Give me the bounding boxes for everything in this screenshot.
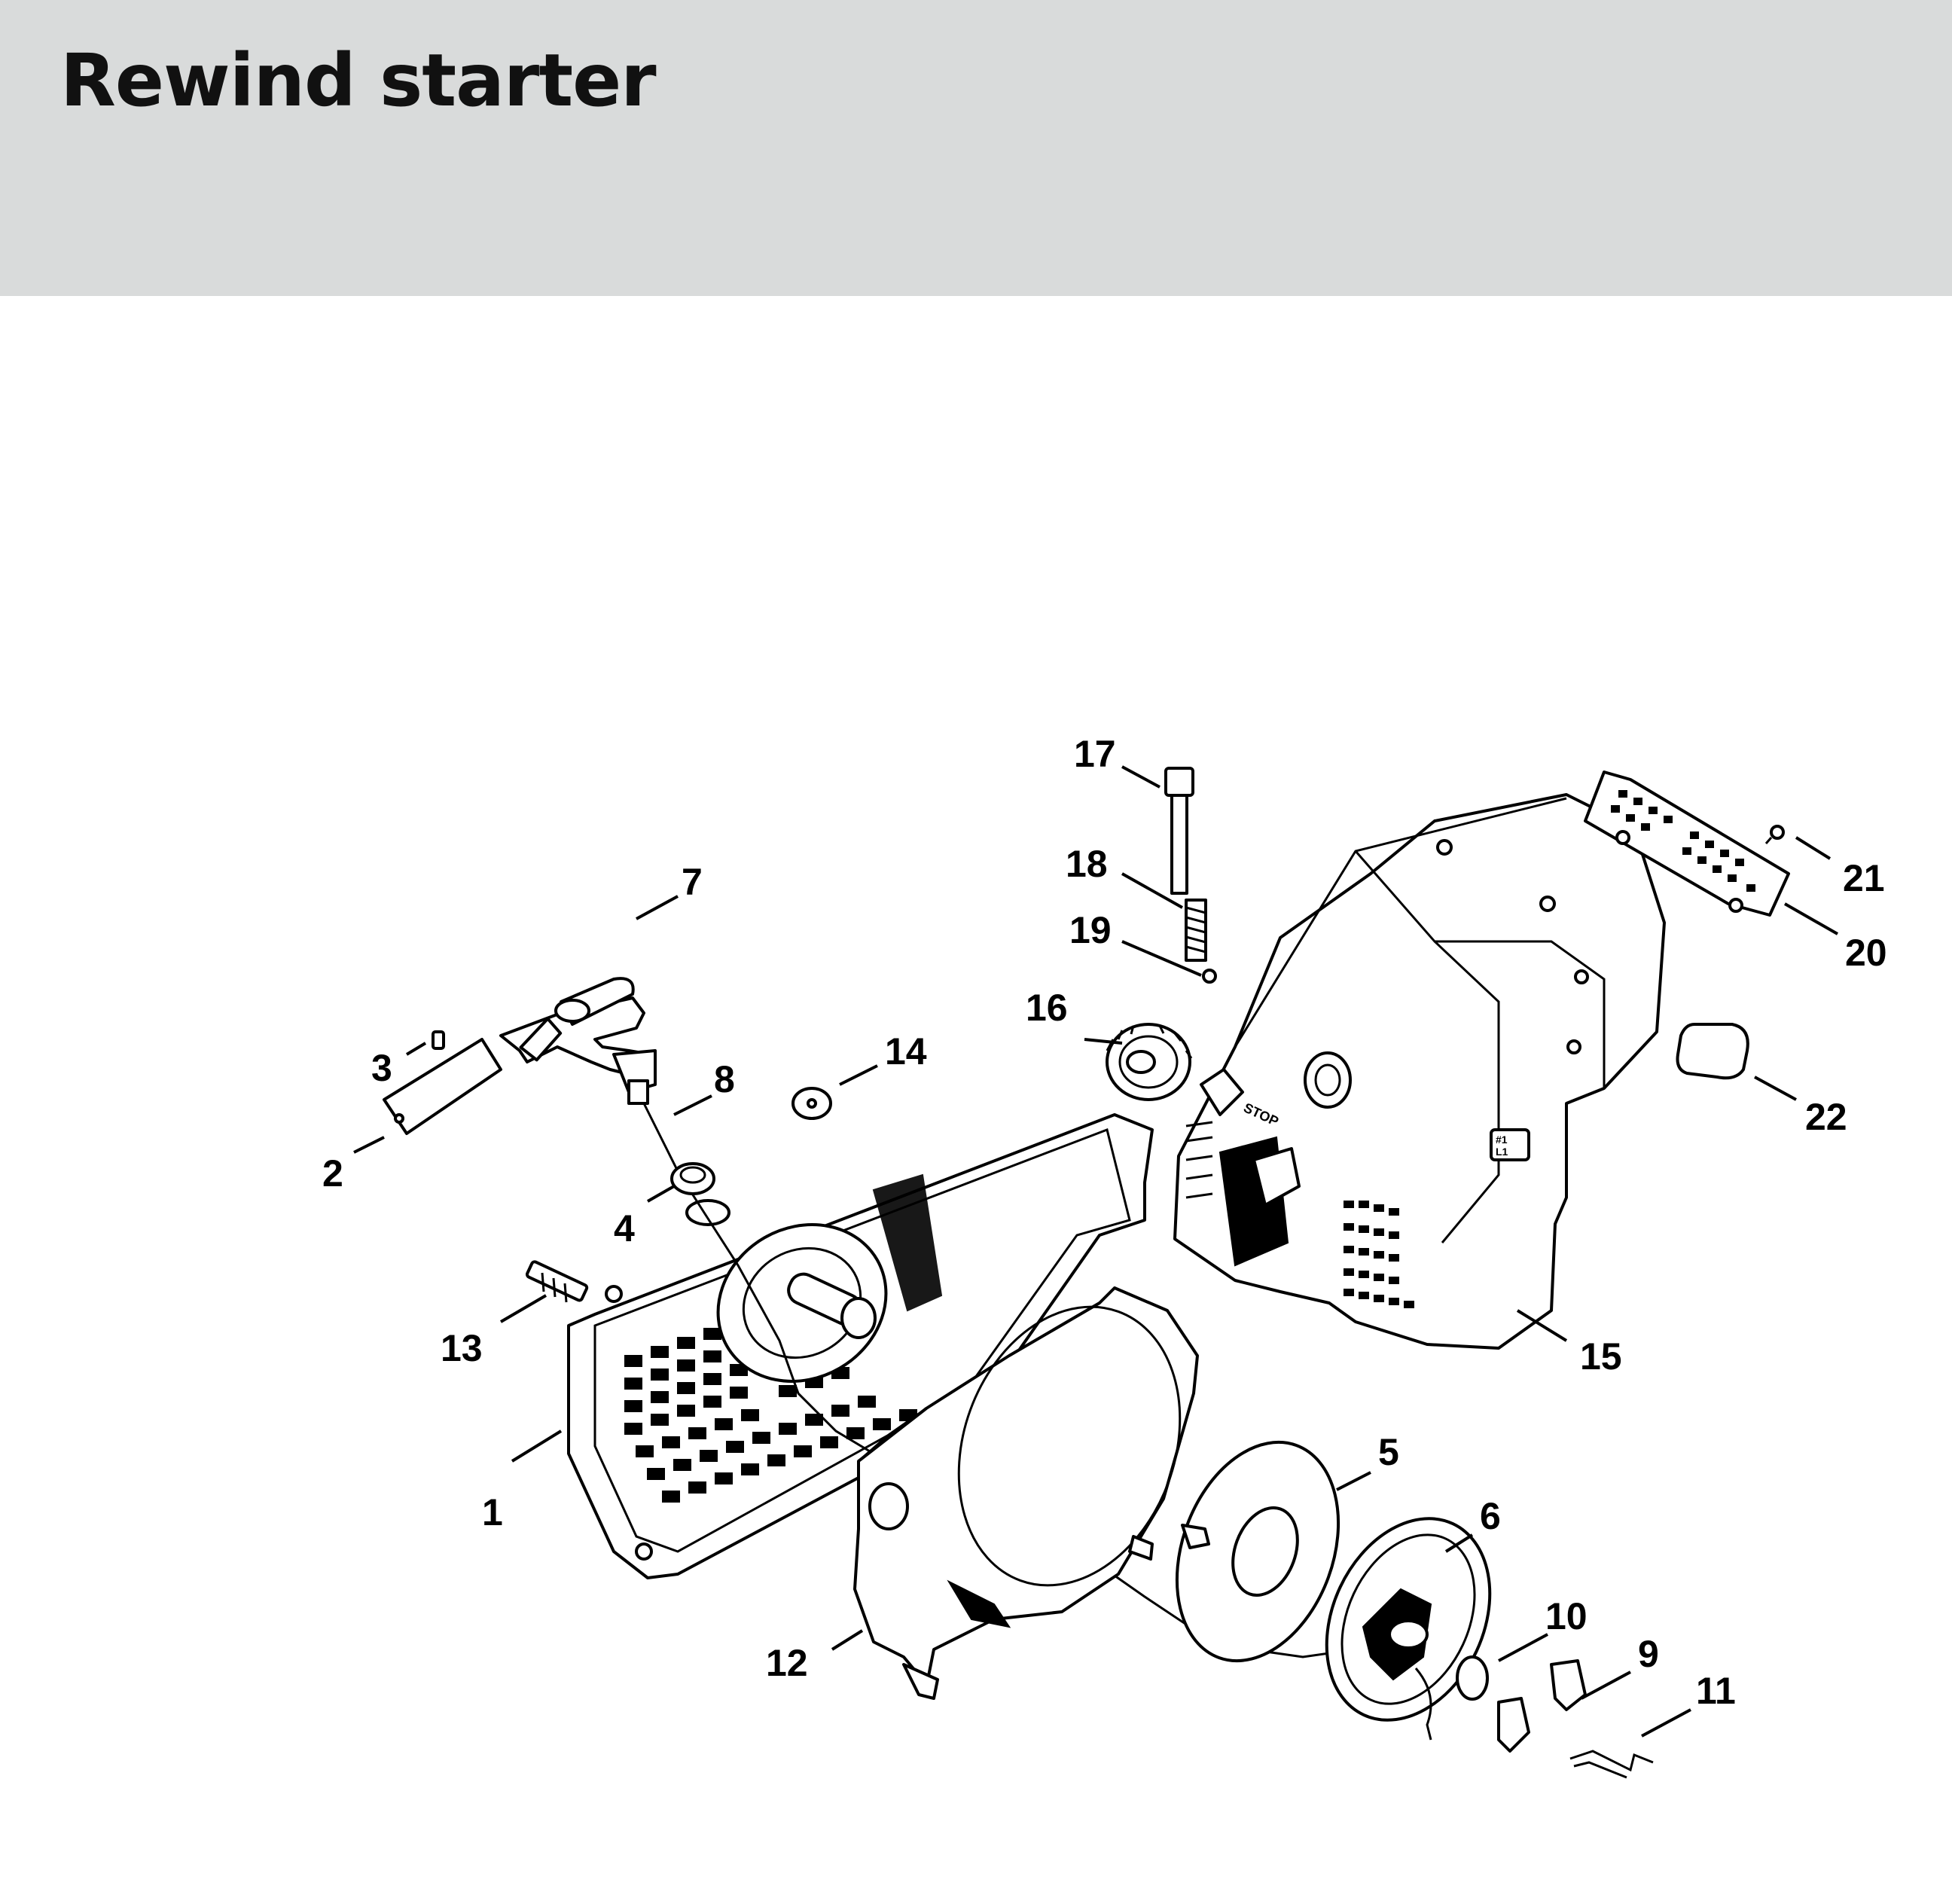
callout-1: 1 bbox=[482, 1491, 503, 1533]
callouts: 1 2 3 4 5 6 7 8 9 10 11 12 13 14 15 16 1 bbox=[322, 733, 1887, 1738]
fan-housing-1 bbox=[567, 1113, 1154, 1579]
starter-handle-7 bbox=[499, 977, 657, 1105]
callout-21: 21 bbox=[1843, 857, 1885, 899]
callout-20: 20 bbox=[1845, 932, 1887, 974]
page-title: Rewind starter bbox=[60, 38, 657, 123]
callout-7: 7 bbox=[682, 861, 703, 903]
knob-16 bbox=[1106, 1023, 1193, 1101]
callout-18: 18 bbox=[1066, 843, 1108, 885]
screw-small-21 bbox=[1764, 825, 1785, 844]
grille-cover bbox=[1584, 770, 1790, 917]
shroud-cover: STOP #1 L1 bbox=[1173, 793, 1666, 1350]
washer-10 bbox=[1456, 1655, 1489, 1701]
callout-19: 19 bbox=[1069, 909, 1112, 951]
clip-19 bbox=[1202, 969, 1217, 984]
plug-22 bbox=[1676, 1023, 1749, 1080]
callout-8: 8 bbox=[714, 1058, 735, 1100]
switch-marking-bottom: L1 bbox=[1496, 1146, 1508, 1158]
screw-13 bbox=[525, 1260, 589, 1303]
callout-12: 12 bbox=[766, 1642, 808, 1684]
callout-11: 11 bbox=[1696, 1670, 1736, 1712]
rope-guide-4 bbox=[670, 1162, 715, 1195]
callout-13: 13 bbox=[441, 1327, 483, 1369]
screw-3 bbox=[432, 1030, 445, 1050]
callout-4: 4 bbox=[614, 1207, 635, 1250]
spring-18 bbox=[1185, 899, 1207, 962]
callout-5: 5 bbox=[1378, 1431, 1399, 1473]
callout-15: 15 bbox=[1580, 1335, 1622, 1378]
callout-22: 22 bbox=[1805, 1096, 1847, 1138]
callout-10: 10 bbox=[1545, 1595, 1588, 1637]
spring-disc-5 bbox=[1128, 1440, 1340, 1663]
callout-17: 17 bbox=[1074, 733, 1116, 775]
header-bar: Rewind starter bbox=[0, 0, 1952, 296]
pawl-9 bbox=[1497, 1659, 1587, 1753]
callout-6: 6 bbox=[1480, 1495, 1501, 1537]
callout-9: 9 bbox=[1638, 1633, 1659, 1675]
spring-clip-11 bbox=[1569, 1750, 1654, 1779]
callout-14: 14 bbox=[885, 1030, 927, 1073]
callout-3: 3 bbox=[371, 1047, 392, 1089]
washer-14 bbox=[791, 1087, 832, 1120]
switch-marking-top: #1 bbox=[1496, 1134, 1508, 1146]
callout-2: 2 bbox=[322, 1152, 343, 1195]
pin-17 bbox=[1164, 767, 1194, 895]
rope-rotor-6 bbox=[1325, 1517, 1492, 1741]
fan-shroud-12 bbox=[853, 1286, 1199, 1700]
callout-16: 16 bbox=[1026, 987, 1068, 1029]
